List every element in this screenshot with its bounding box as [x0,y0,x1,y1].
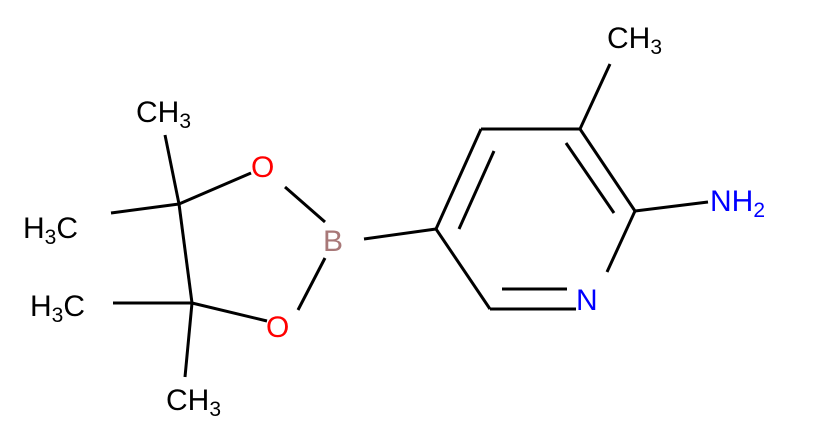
atom-labels: CH3 NH2 N B O O CH3 H3C H3C CH3 [23,22,765,421]
bond-c-methyl-upper-left [110,202,180,215]
oxygen-top-label: O [251,151,274,184]
ch3-upper-label: CH3 [136,96,191,133]
bond-o-bottom-c [191,301,268,323]
ch3-top-label: CH3 [607,22,662,59]
bond-b-o-bottom [296,257,327,311]
boron-label: B [323,225,343,258]
ring-nitrogen-label: N [576,284,598,317]
bond-b-o-top [284,185,326,224]
bond-c5-boron [363,227,437,241]
nh2-label: NH2 [710,185,765,222]
bonds [110,63,709,378]
oxygen-bottom-label: O [266,311,289,344]
bond-c-methyl-lower-bottom [183,302,194,378]
ch3-lower-label: CH3 [166,384,221,421]
bond-o-top-c [178,171,252,206]
bond-c2-c3-inner [564,142,616,214]
bond-c5-c4 [434,128,483,230]
bond-c6-c5 [434,228,492,310]
bond-c-methyl-upper-right [163,134,181,205]
bond-c5-c4-inner [457,150,496,230]
h3c-upper-label: H3C [23,212,78,249]
bond-c2-n1 [605,210,637,273]
h3c-lower-label: H3C [30,290,85,327]
bond-c2-c3 [578,128,637,212]
bond-c3-methyl [578,63,612,130]
bond-c-c-quaternary [177,203,194,304]
bond-c2-nh2 [634,200,709,213]
